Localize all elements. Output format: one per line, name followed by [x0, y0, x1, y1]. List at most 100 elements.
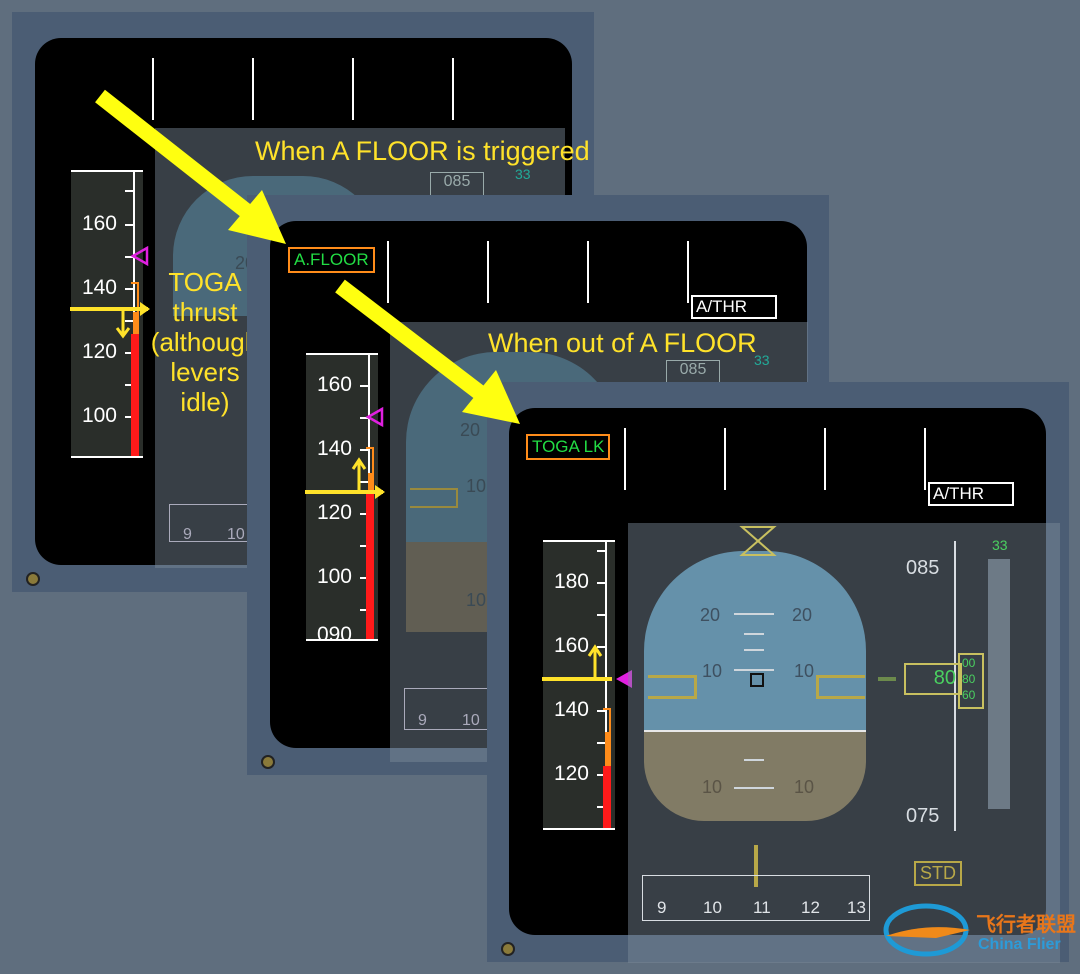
fma-divider: [824, 428, 826, 490]
alpha-prot-bar: [368, 473, 374, 493]
altitude-label: 085: [906, 557, 940, 579]
fma-divider: [724, 428, 726, 490]
pitch-label: 10: [702, 661, 723, 681]
altitude-window: 80: [904, 663, 962, 695]
pitch-label: 10: [794, 777, 815, 797]
speed-label: 140: [316, 437, 352, 460]
heading-label: 9: [183, 526, 192, 543]
speed-label: 160: [316, 373, 352, 396]
speed-trend-arrow: [115, 310, 131, 339]
bank-pointer-icon: [739, 526, 777, 556]
pitch-label: 20: [700, 605, 721, 625]
alpha-prot-bar: [133, 312, 139, 334]
horizon-line: [644, 730, 866, 732]
pitch-label: 20: [460, 420, 481, 440]
fma-divider: [152, 58, 154, 120]
vs-label: 33: [992, 537, 1008, 553]
speed-label: 120: [316, 501, 352, 524]
vs-label: 33: [515, 166, 531, 182]
watermark: 飞行者联盟 China Flier: [880, 896, 1076, 966]
toga-note-line: TOGA: [168, 267, 242, 297]
heading-label: 9: [657, 898, 667, 917]
fma-divider: [687, 241, 689, 303]
speed-label: 140: [81, 276, 117, 299]
altitude-current: 80: [933, 667, 956, 689]
heading-label: 13: [847, 898, 866, 917]
altitude-drum-digit: 80: [962, 672, 976, 686]
caption-out-of: When out of A FLOOR: [488, 328, 757, 358]
bezel-screw: [261, 755, 275, 769]
speed-label: 120: [553, 762, 589, 785]
heading-label: 9: [418, 712, 427, 729]
alpha-prot-bar: [605, 732, 611, 766]
fma-athr: A/THR: [691, 295, 777, 319]
speed-trend-arrow: [587, 644, 603, 680]
alpha-max-bar: [131, 334, 139, 456]
fma-toga-lk: TOGA LK: [526, 434, 611, 460]
speed-label: 160: [81, 212, 117, 235]
altitude-drum-digit: 00: [962, 656, 976, 670]
lateral-deviation: [754, 845, 758, 887]
altitude-drum: 00 80 60: [958, 653, 984, 709]
speed-reference-symbol: [542, 670, 632, 688]
alpha-max-bar: [603, 766, 611, 828]
speed-label: 180: [553, 570, 589, 593]
target-speed-icon: [130, 245, 149, 267]
fma-divider: [924, 428, 926, 490]
pitch-label: 10: [466, 590, 487, 610]
fma-divider: [587, 241, 589, 303]
pitch-label: 10: [702, 777, 723, 797]
heading-label: 12: [801, 898, 820, 917]
speed-reference-symbol: [70, 302, 150, 316]
toga-note-line: levers: [170, 356, 240, 387]
heading-label: 10: [462, 712, 480, 729]
baro-std: STD: [914, 861, 962, 886]
heading-label: 10: [227, 526, 245, 543]
right-wing-symbol: [816, 675, 865, 699]
caption-triggered: When A FLOOR is triggered: [255, 136, 590, 166]
altitude-label: 075: [906, 805, 940, 827]
speed-label: 090: [316, 623, 352, 646]
altitude-tape: 085 075: [904, 541, 956, 831]
attitude-ground: [644, 731, 866, 821]
watermark-cn: 飞行者联盟: [976, 912, 1076, 936]
fma-afloor: A.FLOOR: [288, 247, 375, 273]
speed-trend-arrow: [351, 457, 367, 493]
pitch-label: 10: [794, 661, 815, 681]
toga-note-line: idle): [180, 386, 230, 417]
aircraft-center-symbol: [750, 673, 764, 687]
bezel-screw: [26, 572, 40, 586]
fma-divider: [252, 58, 254, 120]
attitude-sky: [644, 551, 866, 731]
altitude-drum-digit: 60: [962, 688, 976, 702]
fma-divider: [624, 428, 626, 490]
fma-divider: [452, 58, 454, 120]
toga-note-line: thrust: [172, 296, 238, 327]
heading-scale: 9 10 11 12 13: [642, 875, 870, 921]
heading-label: 10: [703, 898, 722, 917]
pitch-label: 10: [466, 476, 487, 496]
fma-divider: [487, 241, 489, 303]
watermark-en: China Flier: [978, 936, 1061, 953]
speed-tape: 180 160 140 120: [543, 540, 615, 830]
fma-divider: [352, 58, 354, 120]
fma-divider: [387, 241, 389, 303]
speed-label: 100: [316, 565, 352, 588]
alpha-max-bar: [366, 493, 374, 639]
bezel-screw: [501, 942, 515, 956]
speed-label: 120: [81, 340, 117, 363]
toga-note-line: (although: [150, 326, 260, 357]
toga-note: TOGA thrust (although levers idle): [140, 267, 270, 417]
fma-athr: A/THR: [928, 482, 1014, 506]
speed-label: 160: [553, 634, 589, 657]
heading-label: 11: [753, 898, 771, 917]
vs-label: 33: [754, 352, 770, 368]
attitude-overlay-3: 20 20 10 10 10 10 085 075 80 00 80 60 33…: [628, 523, 1060, 963]
target-speed-icon: [365, 406, 384, 428]
speed-reference-symbol: [305, 485, 385, 499]
left-wing-symbol: [648, 675, 697, 699]
speed-label: 140: [553, 698, 589, 721]
vs-scale: [988, 559, 1010, 809]
speed-label: 100: [81, 404, 117, 427]
pitch-label: 20: [792, 605, 813, 625]
